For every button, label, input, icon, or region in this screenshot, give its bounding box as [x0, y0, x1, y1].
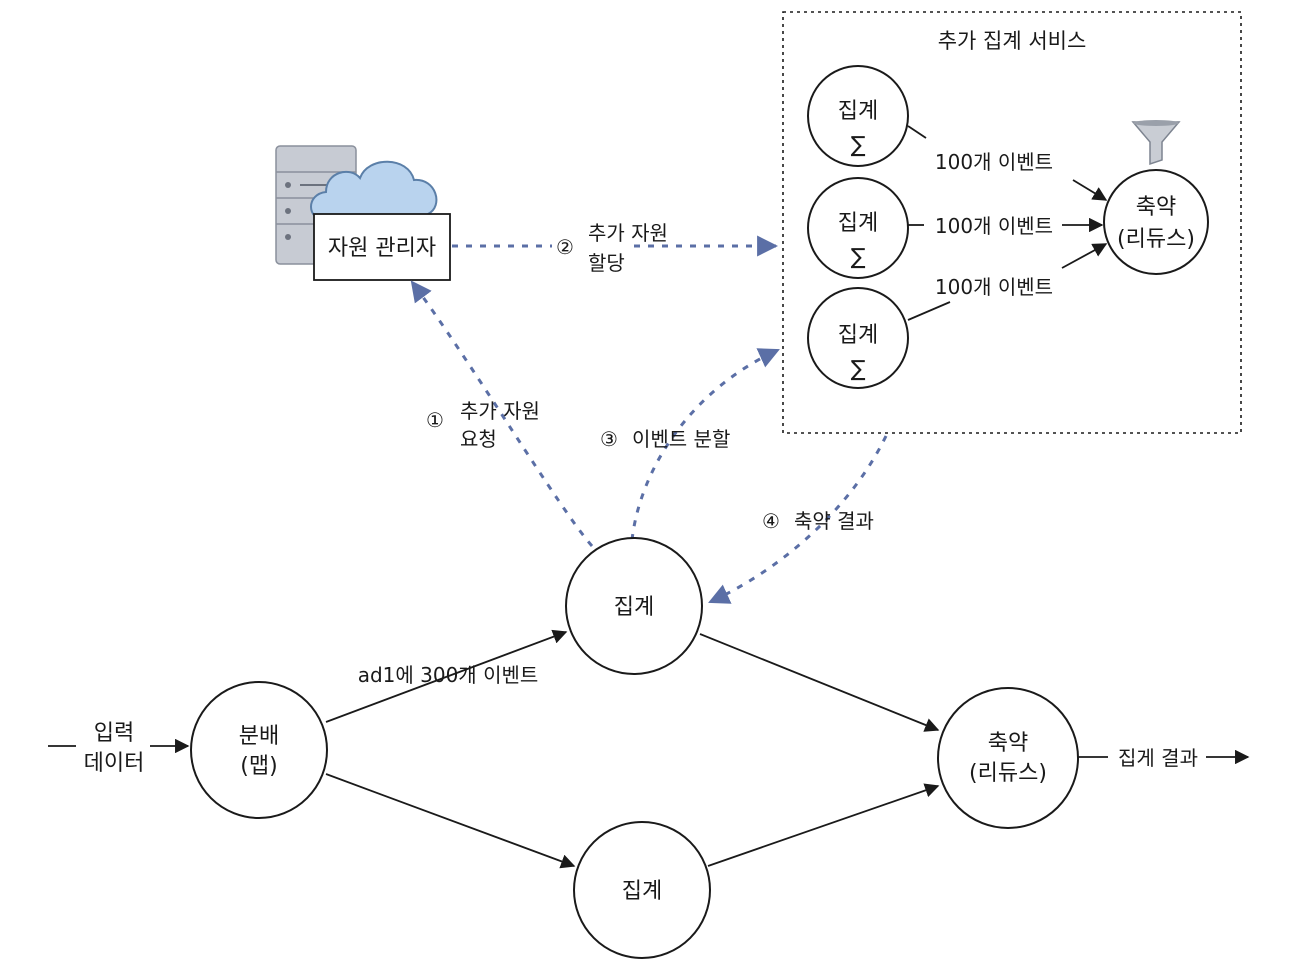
step3-number: ③	[600, 427, 618, 451]
reduce-node-label: 축약	[988, 731, 1028, 756]
sigma-icon: ∑	[851, 357, 866, 382]
aggregation-service-box	[782, 11, 1242, 434]
inner-reduce-label: 축약	[1136, 195, 1176, 220]
input-label-line1: 입력	[94, 721, 134, 746]
step4-label: ④ 축약 결과	[762, 509, 874, 533]
step3-label: ③ 이벤트 분할	[600, 427, 730, 451]
aggregate-top-node: 집계	[565, 537, 703, 675]
step1-line1: 추가 자원	[460, 399, 540, 423]
step3-text: 이벤트 분할	[632, 427, 730, 451]
inner-edge-1-label: 100개 이벤트	[935, 150, 1053, 174]
step1-line2: 요청	[460, 427, 497, 451]
map-node: 분배 (맵)	[190, 681, 328, 819]
reduce-node-sublabel: (리듀스)	[969, 761, 1047, 786]
inner-aggregator-1-label: 집계	[838, 99, 878, 124]
resource-manager-label: 자원 관리자	[328, 236, 436, 261]
output-label: 집게 결과	[1118, 746, 1198, 770]
inner-edge-1	[907, 125, 927, 139]
map-node-sublabel: (맵)	[240, 754, 277, 779]
inner-aggregator-2-label: 집계	[838, 211, 878, 236]
step4-number: ④	[762, 509, 780, 533]
step1-label: ① 추가 자원 요청	[426, 399, 540, 451]
step1-arrow	[410, 280, 594, 547]
map-node-label: 분배	[239, 724, 279, 749]
inner-edge-3-arrow	[1061, 243, 1108, 269]
reduce-node: 축약 (리듀스)	[937, 687, 1079, 829]
output: 집게 결과	[1078, 746, 1250, 770]
inner-edge-1-arrow	[1072, 179, 1108, 201]
edge-map-to-aggregate-top	[325, 629, 568, 723]
sigma-icon: ∑	[851, 245, 866, 270]
inner-aggregator-3-label: 집계	[838, 323, 878, 348]
step2-label: ② 추가 자원 할당	[556, 221, 668, 275]
step4-arrow	[708, 435, 888, 604]
step3-arrow	[630, 348, 780, 541]
inner-edge-3	[907, 301, 951, 321]
edge-ad1-label: ad1에 300개 이벤트	[358, 663, 539, 687]
resource-manager-box: 자원 관리자	[313, 213, 451, 281]
step1-number: ①	[426, 408, 444, 432]
step4-text: 축약 결과	[794, 509, 874, 533]
edge-aggregate-bottom-to-reduce	[707, 783, 940, 867]
input-data: 입력 데이터	[48, 721, 190, 776]
inner-aggregator-3: 집계 ∑	[807, 287, 909, 389]
step2-line2: 할당	[588, 251, 625, 275]
inner-edge-3-label: 100개 이벤트	[935, 275, 1053, 299]
inner-aggregator-1: 집계 ∑	[807, 65, 909, 167]
step2-line1: 추가 자원	[588, 221, 668, 245]
input-label-line2: 데이터	[84, 751, 145, 776]
aggregate-bottom-label: 집계	[622, 879, 662, 904]
inner-aggregator-2: 집계 ∑	[807, 177, 909, 279]
aggregate-top-label: 집계	[614, 595, 654, 620]
service-title: 추가 집계 서비스	[938, 29, 1087, 53]
step2-number: ②	[556, 235, 574, 259]
edge-aggregate-top-to-reduce	[699, 633, 940, 732]
funnel-icon	[1131, 120, 1181, 166]
sigma-icon: ∑	[851, 133, 866, 158]
inner-reduce-node: 축약 (리듀스)	[1103, 169, 1209, 275]
inner-reduce-sublabel: (리듀스)	[1117, 227, 1195, 252]
inner-edge-2-label: 100개 이벤트	[935, 214, 1053, 238]
aggregate-bottom-node: 집계	[573, 821, 711, 959]
edge-map-to-aggregate-bottom	[325, 773, 576, 869]
